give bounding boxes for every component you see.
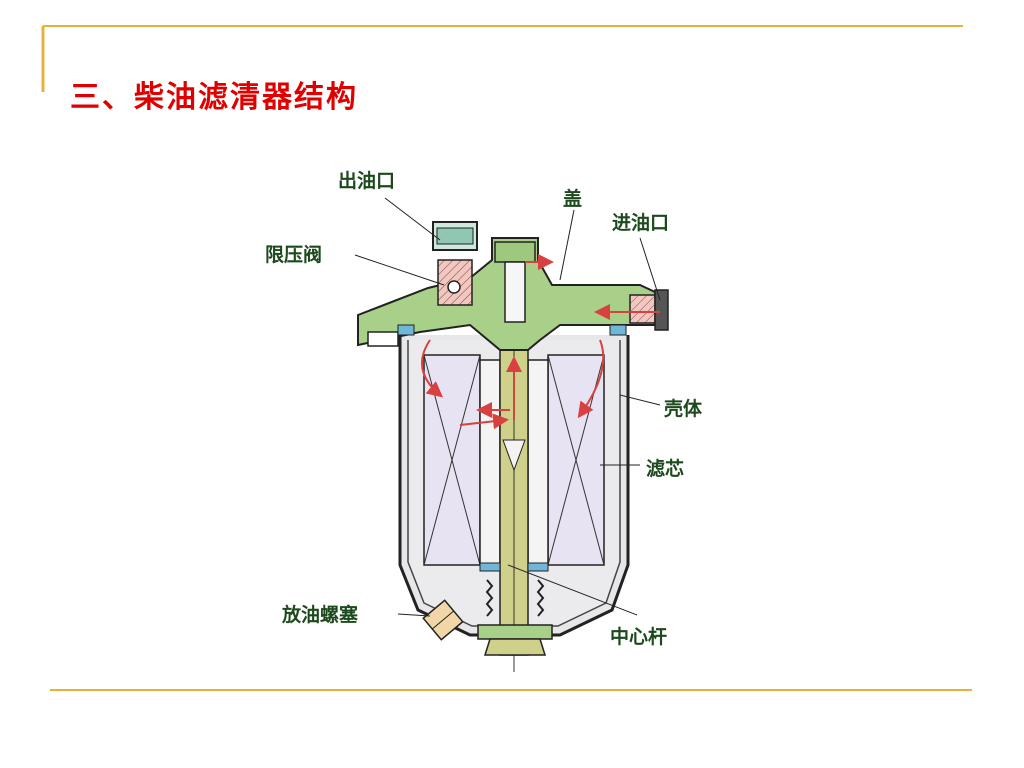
inlet-fitting	[629, 294, 656, 324]
label-relief-valve: 限压阀	[265, 244, 323, 266]
label-filter-element: 滤芯	[646, 458, 685, 480]
leader-lines	[354, 197, 661, 617]
flow-arrows	[421, 254, 660, 430]
label-housing: 壳体	[664, 398, 703, 420]
label-inlet: 进油口	[612, 212, 670, 234]
drain-plug	[422, 599, 464, 641]
label-cover: 盖	[563, 188, 583, 210]
label-center-rod: 中心杆	[610, 626, 668, 648]
label-drain-plug: 放油螺塞	[282, 604, 359, 626]
label-outlet: 出油口	[338, 170, 396, 192]
slide-title: 三、柴油滤清器结构	[70, 80, 358, 115]
